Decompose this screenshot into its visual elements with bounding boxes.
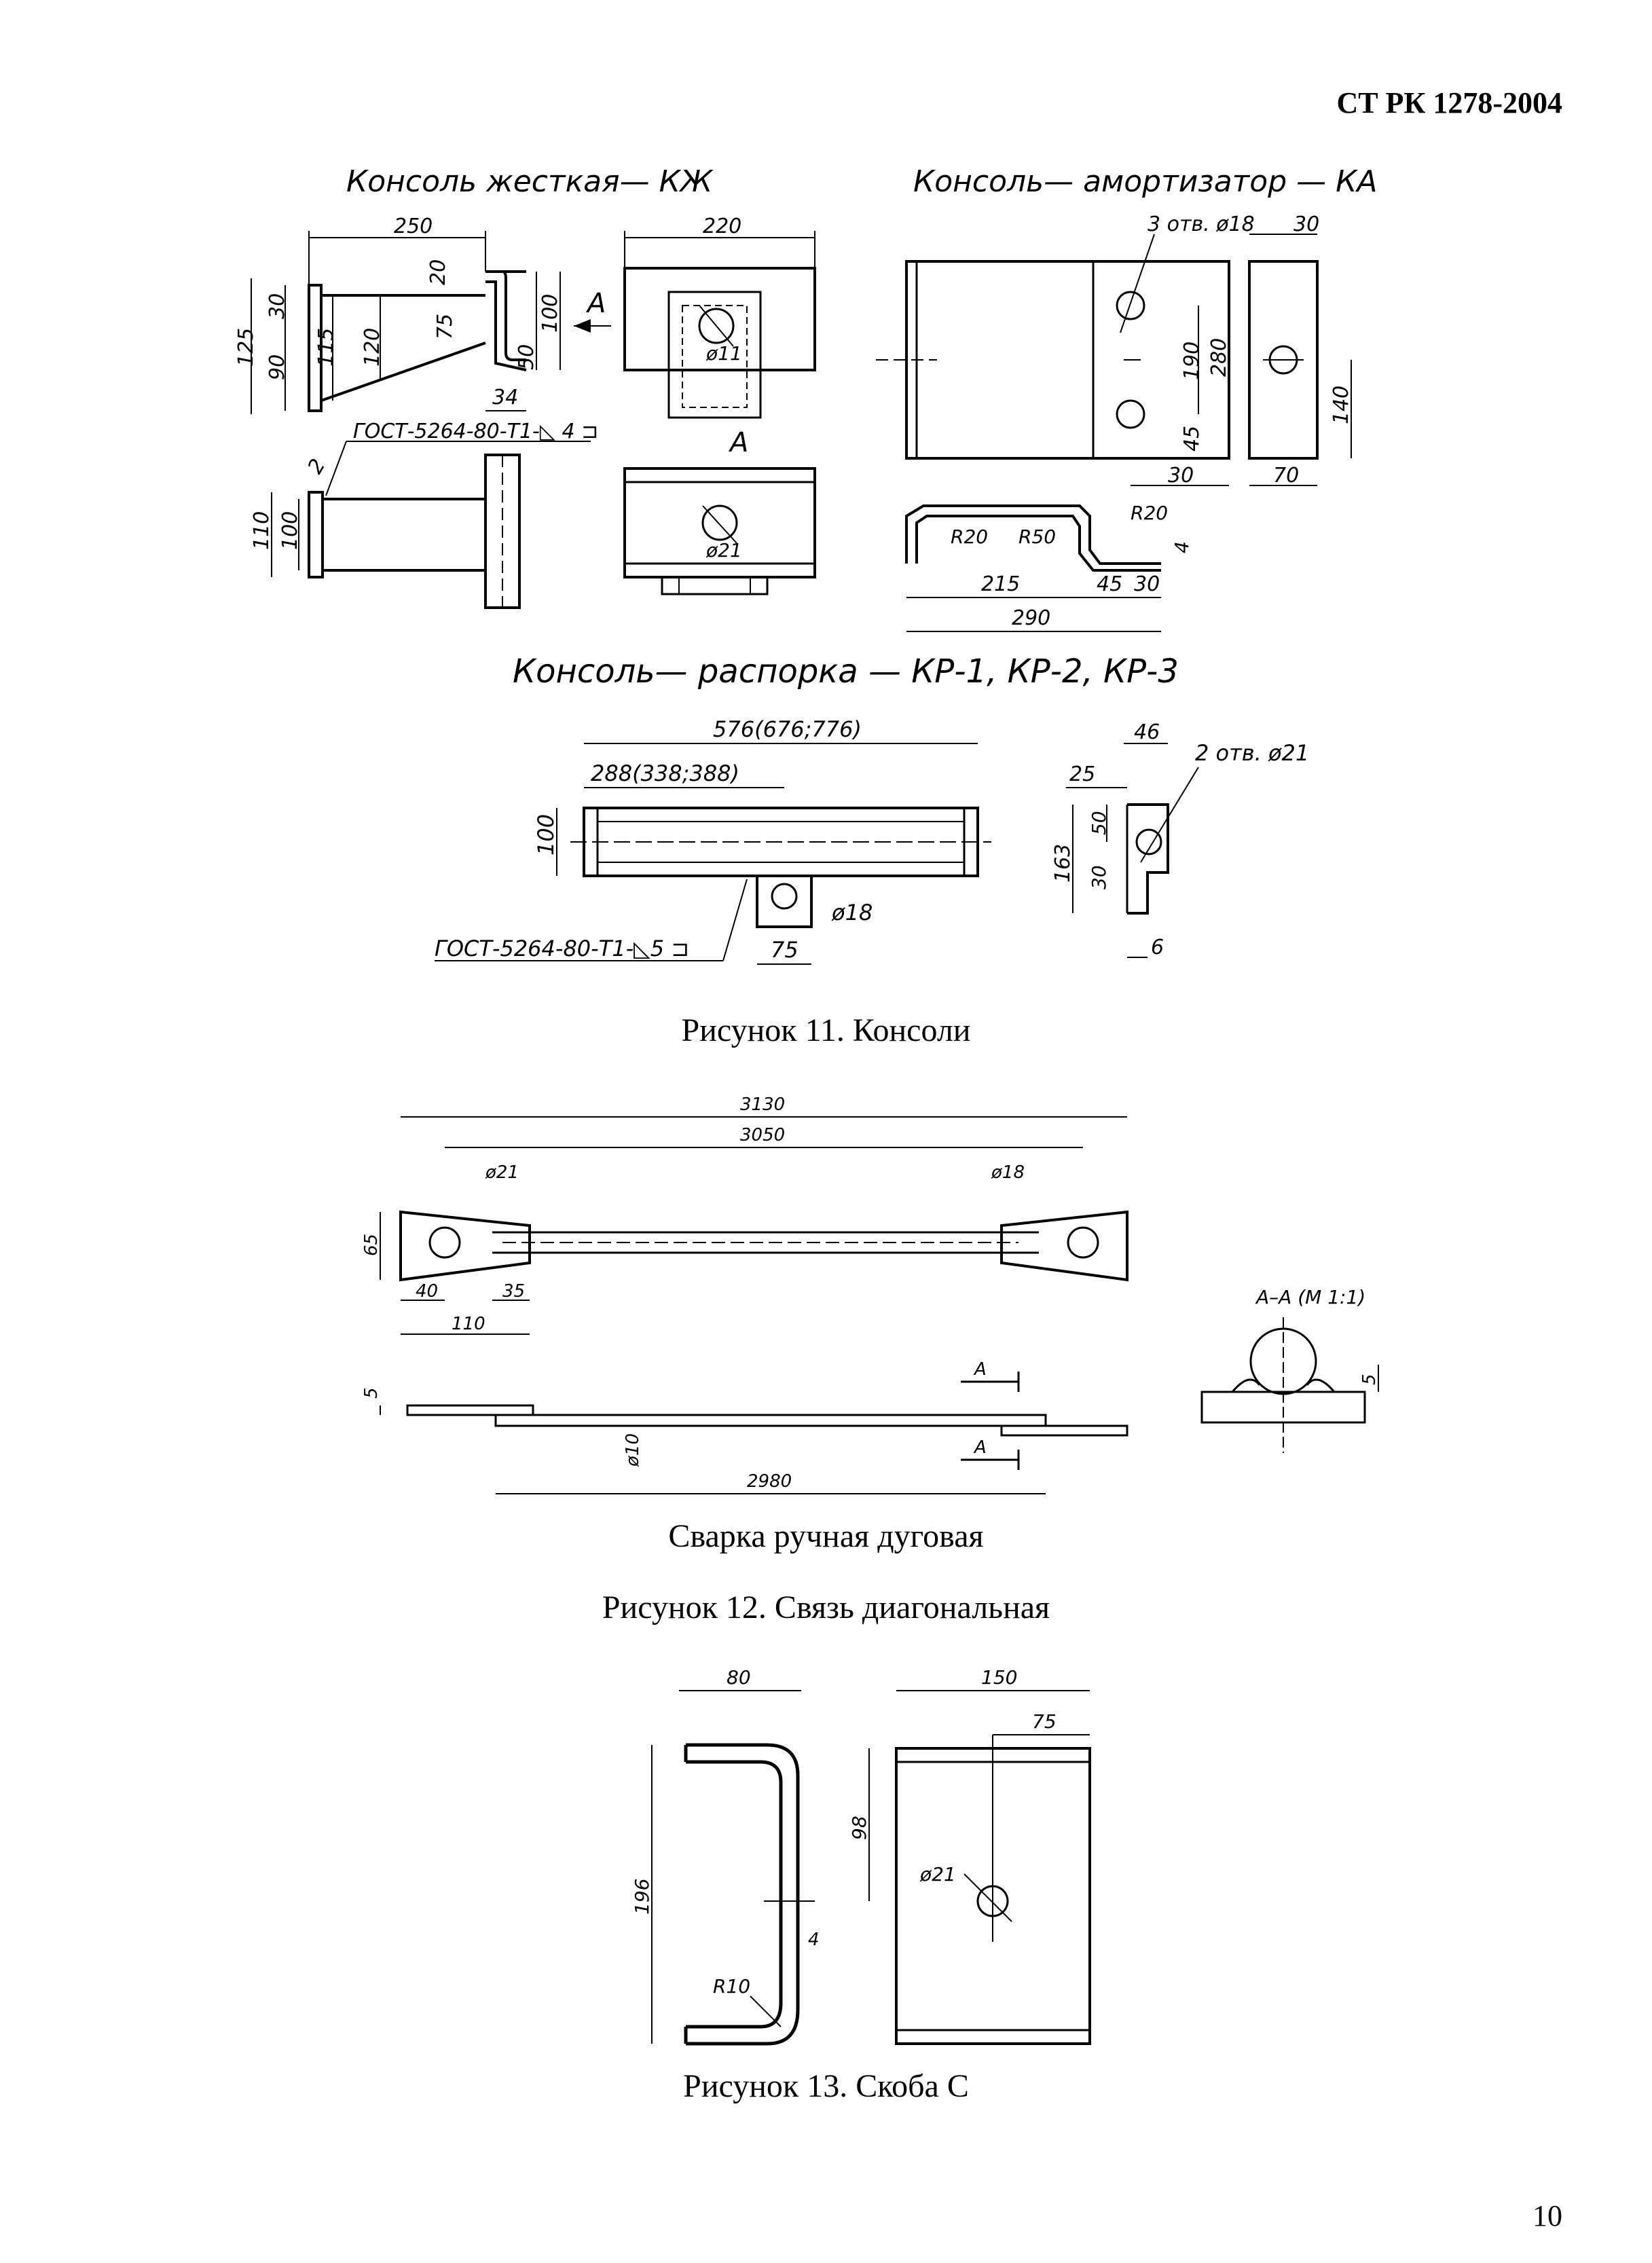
kzh-dim-250: 250 bbox=[394, 215, 433, 238]
ka-dim-45: 45 bbox=[1180, 426, 1204, 452]
kzh-weld-note: ГОСТ-5264-80-Т1-◺ 4 ⊐ bbox=[353, 420, 598, 443]
kr-dim-100: 100 bbox=[533, 814, 559, 855]
ka-dim-215: 215 bbox=[981, 572, 1020, 596]
kzh-dim-2: 2 bbox=[304, 455, 331, 478]
kr-dim-75: 75 bbox=[771, 937, 799, 963]
kzh-dim-110: 110 bbox=[250, 511, 274, 550]
kzh-dim-115: 115 bbox=[314, 328, 338, 367]
bracket-dim-o21: ø21 bbox=[919, 1863, 956, 1885]
kzh-dim-100b: 100 bbox=[278, 511, 302, 550]
brace-dim-o18: ø18 bbox=[991, 1162, 1025, 1183]
kr-dim-163: 163 bbox=[1051, 844, 1075, 883]
kzh-dim-90: 90 bbox=[265, 354, 289, 380]
figure13-caption: Рисунок 13. Скоба С bbox=[683, 2068, 969, 2104]
brace-dim-3130: 3130 bbox=[740, 1094, 785, 1115]
bracket-dim-4: 4 bbox=[808, 1930, 820, 1950]
figure12-caption: Рисунок 12. Связь диагональная bbox=[602, 1589, 1050, 1625]
kzh-dim-34: 34 bbox=[492, 386, 518, 409]
ka-title: Консоль— амортизатор — КА bbox=[913, 164, 1377, 199]
kr-dim-30: 30 bbox=[1088, 865, 1110, 889]
console-kr-drawing: Консоль— распорка — КР-1, КР-2, КР-3 576… bbox=[435, 652, 1309, 965]
brace-dim-o21: ø21 bbox=[485, 1162, 519, 1183]
brace-dim-40: 40 bbox=[416, 1281, 438, 1302]
ka-dim-holes: 3 отв. ø18 bbox=[1148, 213, 1255, 236]
kr-dim-576: 576(676;776) bbox=[713, 716, 862, 742]
brace-dim-5: 5 bbox=[361, 1387, 382, 1399]
ka-dim-140: 140 bbox=[1329, 386, 1353, 424]
brace-dim-110: 110 bbox=[452, 1314, 485, 1334]
kr-dim-6: 6 bbox=[1151, 936, 1164, 959]
brace-dim-65: 65 bbox=[361, 1234, 382, 1256]
bracket-dim-98: 98 bbox=[848, 1816, 870, 1840]
console-kzh-drawing: Консоль жесткая— КЖ 250 125 30 90 115 12… bbox=[234, 164, 816, 609]
kzh-dim-20: 20 bbox=[426, 259, 450, 285]
bracket-dim-80: 80 bbox=[727, 1666, 751, 1689]
brace-dim-o10: ø10 bbox=[623, 1433, 643, 1467]
kzh-dim-100: 100 bbox=[538, 294, 562, 333]
bracket-dim-196: 196 bbox=[631, 1879, 653, 1915]
brace-section-a-bottom: A bbox=[973, 1437, 987, 1458]
page-number: 10 bbox=[1532, 2199, 1562, 2232]
figure12-subcaption: Сварка ручная дуговая bbox=[668, 1518, 984, 1554]
bracket-dim-150: 150 bbox=[981, 1666, 1017, 1689]
bracket-dim-75: 75 bbox=[1032, 1710, 1057, 1733]
kzh-dim-120: 120 bbox=[361, 328, 384, 367]
ka-dim-30b: 30 bbox=[1168, 464, 1194, 487]
ka-dim-4: 4 bbox=[1171, 541, 1193, 553]
diagonal-brace-drawing: 3130 3050 ø21 ø18 65 40 35 110 5 ø10 298… bbox=[361, 1094, 1380, 1494]
kr-dim-holes: 2 отв. ø21 bbox=[1195, 740, 1309, 766]
bracket-dim-r10: R10 bbox=[713, 1975, 750, 1998]
document-code: СТ РК 1278-2004 bbox=[1336, 86, 1562, 119]
ka-dim-290: 290 bbox=[1012, 606, 1050, 630]
bracket-c-drawing: 80 196 4 R10 150 75 98 ø21 bbox=[631, 1666, 1091, 2046]
ka-dim-r20: R20 bbox=[951, 526, 988, 548]
brace-section-dim-5: 5 bbox=[1359, 1374, 1380, 1385]
ka-dim-30c: 30 bbox=[1134, 572, 1160, 596]
ka-dim-280: 280 bbox=[1207, 338, 1231, 377]
ka-dim-45b: 45 bbox=[1097, 572, 1122, 596]
brace-section-title: A–A (М 1:1) bbox=[1255, 1286, 1365, 1308]
kzh-dim-220: 220 bbox=[703, 215, 741, 238]
kzh-view-a-label: A bbox=[728, 427, 748, 458]
figure11-caption: Рисунок 11. Консоли bbox=[681, 1012, 971, 1048]
brace-section-a-top: A bbox=[973, 1359, 987, 1380]
brace-dim-35: 35 bbox=[502, 1281, 525, 1302]
brace-dim-2980: 2980 bbox=[747, 1471, 792, 1492]
kzh-title: Консоль жесткая— КЖ bbox=[346, 164, 714, 199]
kr-dim-50: 50 bbox=[1088, 811, 1110, 835]
kr-dim-o18: ø18 bbox=[831, 900, 873, 925]
ka-dim-190: 190 bbox=[1180, 342, 1204, 380]
kzh-dim-75: 75 bbox=[433, 314, 457, 339]
kr-dim-288: 288(338;388) bbox=[591, 760, 739, 786]
brace-dim-3050: 3050 bbox=[740, 1125, 785, 1145]
ka-dim-r20b: R20 bbox=[1131, 502, 1168, 524]
ka-dim-r50: R50 bbox=[1018, 526, 1056, 548]
kzh-dim-o11: ø11 bbox=[705, 342, 742, 365]
kzh-dim-50: 50 bbox=[515, 344, 538, 370]
kzh-dim-125: 125 bbox=[234, 328, 258, 367]
kr-title: Консоль— распорка — КР-1, КР-2, КР-3 bbox=[513, 652, 1179, 691]
kr-dim-46: 46 bbox=[1134, 720, 1160, 744]
kzh-dim-30: 30 bbox=[265, 293, 289, 319]
kzh-view-a-arrow: A bbox=[585, 288, 606, 319]
console-ka-drawing: Консоль— амортизатор — КА 3 отв. ø18 190… bbox=[876, 164, 1377, 632]
kr-weld-note: ГОСТ-5264-80-Т1-◺5 ⊐ bbox=[435, 936, 689, 961]
ka-dim-30: 30 bbox=[1293, 213, 1319, 236]
ka-dim-70: 70 bbox=[1273, 464, 1299, 487]
kr-dim-25: 25 bbox=[1069, 762, 1095, 786]
